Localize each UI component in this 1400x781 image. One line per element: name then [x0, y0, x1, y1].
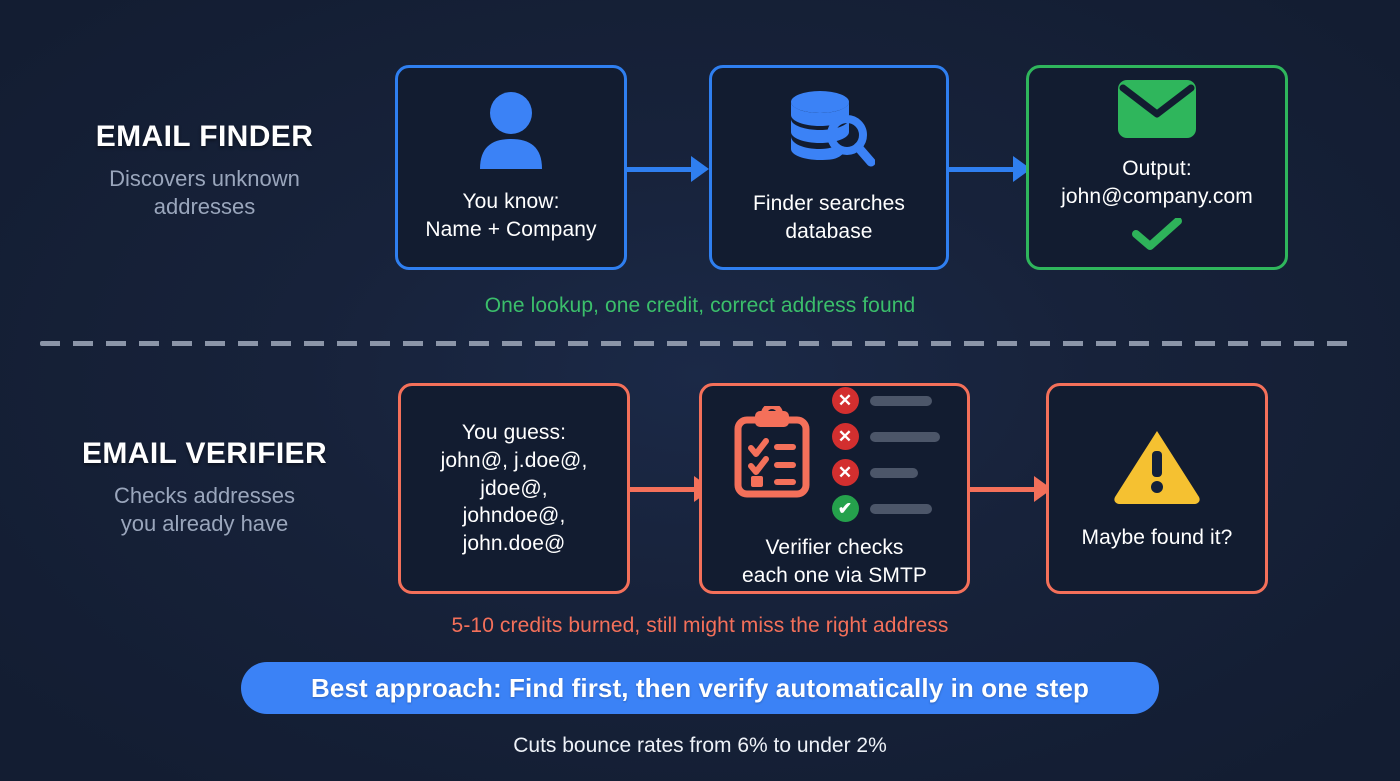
finder-step-1-line1: You know:: [462, 190, 560, 214]
email-verifier-title: EMAIL VERIFIER: [81, 437, 328, 470]
finder-step-3-text: Output: john@company.com: [1061, 155, 1253, 210]
verifier-guess-line-0: You guess:: [461, 421, 567, 445]
result-bar: [869, 503, 932, 514]
finder-step-2-line2: database: [785, 220, 873, 243]
check-icon: [1131, 217, 1183, 255]
email-finder-title: EMAIL FINDER: [95, 120, 314, 153]
verifier-step-2-box[interactable]: ✕ ✕ ✕ ✔ Verifier checks each one v: [699, 383, 970, 594]
finder-step-3-box[interactable]: Output: john@company.com: [1026, 65, 1288, 270]
verifier-caption: 5-10 credits burned, still might miss th…: [451, 614, 949, 637]
database-search-icon: [783, 89, 876, 176]
smtp-result-row: ✕: [831, 423, 940, 451]
verifier-step-2-line2: each one via SMTP: [742, 564, 927, 587]
verifier-step-3-box[interactable]: Maybe found it?: [1046, 383, 1268, 594]
best-approach-cta-label: Best approach: Find first, then verify a…: [311, 672, 1089, 703]
email-verifier-label: EMAIL VERIFIER Checks addresses you alre…: [42, 437, 367, 538]
clipboard-checklist-icon: [730, 403, 814, 503]
section-divider: [40, 341, 1360, 346]
email-finder-subtitle-line2: addresses: [153, 193, 256, 219]
finder-step-3-line1: Output:: [1122, 156, 1192, 180]
smtp-result-row: ✔: [831, 495, 940, 523]
verifier-step-2-text: Verifier checks each one via SMTP: [742, 534, 927, 589]
finder-step-2-line1: Finder searches: [752, 192, 906, 216]
verifier-guess-list: You guess: john@, j.doe@, jdoe@, johndoe…: [441, 419, 588, 558]
envelope-icon: [1118, 79, 1196, 143]
smtp-result-list: ✕ ✕ ✕ ✔: [831, 387, 940, 523]
finder-step-3-line2: john@company.com: [1061, 184, 1253, 208]
finder-arrow-2: [949, 156, 1031, 182]
verifier-arrow-2: [970, 476, 1052, 502]
result-bar: [869, 395, 932, 406]
finder-caption: One lookup, one credit, correct address …: [484, 294, 916, 317]
pass-badge-icon: ✔: [831, 495, 859, 523]
best-approach-cta[interactable]: Best approach: Find first, then verify a…: [241, 662, 1159, 714]
result-bar: [869, 467, 918, 478]
result-bar: [869, 431, 940, 442]
fail-badge-icon: ✕: [831, 459, 859, 487]
finder-step-1-text: You know: Name + Company: [425, 188, 596, 243]
verifier-step-1-box[interactable]: You guess: john@, j.doe@, jdoe@, johndoe…: [398, 383, 630, 594]
verifier-guess-line-2: jdoe@,: [480, 476, 548, 500]
person-icon: [475, 91, 547, 174]
email-verifier-subtitle: Checks addresses you already have: [42, 482, 367, 538]
finder-step-1-box[interactable]: You know: Name + Company: [395, 65, 627, 270]
bounce-rate-footnote: Cuts bounce rates from 6% to under 2%: [513, 734, 887, 757]
email-verifier-subtitle-line1: Checks addresses: [114, 483, 295, 508]
finder-step-1-line2: Name + Company: [425, 218, 597, 241]
smtp-result-row: ✕: [831, 387, 940, 415]
verifier-step-2-line1: Verifier checks: [765, 536, 904, 560]
email-verifier-subtitle-line2: you already have: [120, 510, 289, 536]
verifier-step-3-text: Maybe found it?: [1081, 526, 1233, 550]
fail-badge-icon: ✕: [831, 423, 859, 451]
finder-arrow-1: [627, 156, 709, 182]
verifier-check-visual: ✕ ✕ ✕ ✔: [730, 387, 940, 523]
finder-step-2-text: Finder searches database: [753, 190, 905, 245]
verifier-guess-line-3: johndoe@,: [462, 504, 566, 528]
warning-triangle-icon: [1111, 425, 1203, 510]
fail-badge-icon: ✕: [831, 387, 859, 415]
finder-step-2-box[interactable]: Finder searches database: [709, 65, 949, 270]
email-finder-subtitle-line1: Discovers unknown: [109, 166, 300, 191]
email-finder-label: EMAIL FINDER Discovers unknown addresses: [42, 120, 367, 221]
verifier-guess-line-4: john.doe@: [462, 532, 566, 556]
email-finder-subtitle: Discovers unknown addresses: [42, 165, 367, 221]
verifier-guess-line-1: john@, j.doe@,: [440, 448, 588, 472]
smtp-result-row: ✕: [831, 459, 940, 487]
